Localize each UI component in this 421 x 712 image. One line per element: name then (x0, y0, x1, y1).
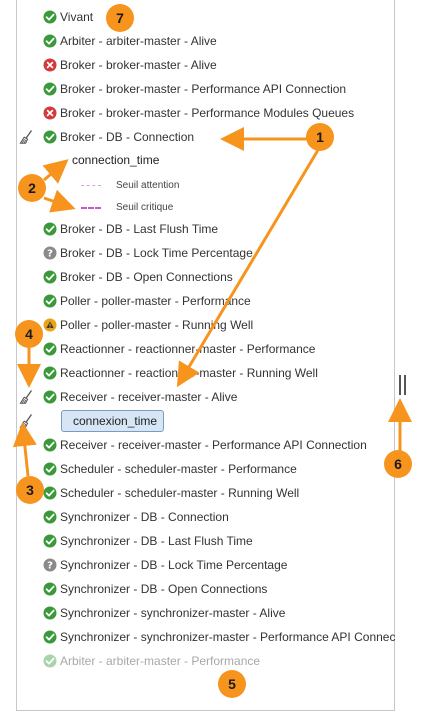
legend-warning-label: Seuil attention (116, 180, 180, 191)
check-row[interactable]: Receiver - receiver-master - Performance… (0, 433, 395, 457)
check-label: Synchronizer - synchronizer-master - Ali… (60, 606, 286, 620)
splitter-handle-icon[interactable] (399, 375, 409, 397)
check-circle-icon (43, 270, 57, 284)
check-label: Scheduler - scheduler-master - Running W… (60, 486, 300, 500)
check-circle-icon (43, 366, 57, 380)
check-row[interactable]: Poller - poller-master - Performance (0, 289, 395, 313)
check-row[interactable]: Broker - DB - Open Connections (0, 265, 395, 289)
svg-text:?: ? (47, 560, 53, 571)
broom-icon[interactable] (19, 129, 35, 145)
check-circle-icon (43, 582, 57, 596)
side-panel-gutter (395, 0, 421, 712)
check-circle-icon (43, 510, 57, 524)
check-row[interactable]: Reactionner - reactionner-master - Runni… (0, 361, 395, 385)
check-label: Synchronizer - synchronizer-master - Per… (60, 630, 395, 644)
check-circle-icon (43, 534, 57, 548)
check-label: Reactionner - reactionner-master - Runni… (60, 366, 318, 380)
check-circle-icon (43, 654, 57, 668)
selected-metric-chip[interactable]: connexion_time (61, 410, 164, 432)
x-circle-icon (43, 106, 57, 120)
check-row[interactable]: Synchronizer - DB - Last Flush Time (0, 529, 395, 553)
check-circle-icon (43, 390, 57, 404)
check-label: Broker - DB - Open Connections (60, 270, 233, 284)
check-circle-icon (43, 462, 57, 476)
annotation-badge-2: 2 (18, 174, 46, 202)
check-label: Scheduler - scheduler-master - Performan… (60, 462, 297, 476)
check-label: Receiver - receiver-master - Performance… (60, 438, 367, 452)
check-circle-icon (43, 34, 57, 48)
annotation-badge-6: 6 (384, 450, 412, 478)
check-label: Broker - DB - Connection (60, 130, 195, 144)
check-circle-icon (43, 438, 57, 452)
broom-icon[interactable] (19, 389, 35, 405)
question-circle-icon: ? (43, 246, 57, 260)
check-circle-icon (43, 82, 57, 96)
warning-triangle-icon (43, 318, 57, 332)
check-row[interactable]: Arbiter - arbiter-master - Alive (0, 29, 395, 53)
check-row[interactable]: Synchronizer - synchronizer-master - Ali… (0, 601, 395, 625)
check-circle-icon (43, 130, 57, 144)
svg-text:?: ? (47, 248, 53, 259)
check-row[interactable]: Scheduler - scheduler-master - Performan… (0, 457, 395, 481)
check-label: Broker - DB - Lock Time Percentage (60, 246, 253, 260)
check-row[interactable]: ? Broker - DB - Lock Time Percentage (0, 241, 395, 265)
check-label: Broker - broker-master - Performance Mod… (60, 106, 355, 120)
check-row[interactable]: Broker - broker-master - Performance API… (0, 77, 395, 101)
annotation-badge-3: 3 (16, 476, 44, 504)
check-row[interactable]: Broker - broker-master - Performance Mod… (0, 101, 395, 125)
check-circle-icon (43, 486, 57, 500)
legend-critical: Seuil critique (81, 202, 173, 213)
check-circle-icon (43, 10, 57, 24)
check-row[interactable]: Synchronizer - DB - Open Connections (0, 577, 395, 601)
check-label: Reactionner - reactionner-master - Perfo… (60, 342, 316, 356)
check-label: Synchronizer - DB - Lock Time Percentage (60, 558, 288, 572)
check-label: Poller - poller-master - Running Well (60, 318, 254, 332)
check-label: Synchronizer - DB - Open Connections (60, 582, 268, 596)
check-label: Vivant (60, 10, 94, 24)
check-row[interactable]: Receiver - receiver-master - Alive (0, 385, 395, 409)
metric-name[interactable]: connection_time (72, 153, 160, 167)
check-row[interactable]: Scheduler - scheduler-master - Running W… (0, 481, 395, 505)
check-circle-icon (43, 630, 57, 644)
check-row[interactable]: Reactionner - reactionner-master - Perfo… (0, 337, 395, 361)
annotation-badge-5: 5 (218, 670, 246, 698)
check-label: Broker - DB - Last Flush Time (60, 222, 219, 236)
check-label: Synchronizer - DB - Last Flush Time (60, 534, 253, 548)
check-label: Arbiter - arbiter-master - Performance (60, 654, 261, 668)
check-circle-icon (43, 222, 57, 236)
check-row[interactable]: ? Synchronizer - DB - Lock Time Percentag… (0, 553, 395, 577)
annotation-badge-4: 4 (15, 320, 43, 348)
check-row[interactable]: Synchronizer - synchronizer-master - Per… (0, 625, 395, 649)
check-row[interactable]: Broker - DB - Connection (0, 125, 395, 149)
legend-critical-swatch (81, 206, 101, 209)
annotation-badge-7: 7 (106, 4, 134, 32)
check-label: Arbiter - arbiter-master - Alive (60, 34, 217, 48)
check-label: Broker - broker-master - Performance API… (60, 82, 347, 96)
check-label: Receiver - receiver-master - Alive (60, 390, 238, 404)
check-circle-icon (43, 294, 57, 308)
check-row[interactable]: Broker - DB - Last Flush Time (0, 217, 395, 241)
x-circle-icon (43, 58, 57, 72)
check-label: Poller - poller-master - Performance (60, 294, 251, 308)
check-row[interactable]: Vivant (0, 5, 395, 29)
selected-metric-chip-label: connexion_time (73, 414, 158, 428)
check-row[interactable]: Poller - poller-master - Running Well (0, 313, 395, 337)
question-circle-icon: ? (43, 558, 57, 572)
check-list-panel (16, 0, 395, 711)
check-label: Synchronizer - DB - Connection (60, 510, 229, 524)
legend-critical-label: Seuil critique (116, 202, 174, 213)
check-circle-icon (43, 342, 57, 356)
check-circle-icon (43, 606, 57, 620)
annotation-badge-1: 1 (306, 123, 334, 151)
legend-warning-swatch (81, 185, 101, 186)
check-row[interactable]: Arbiter - arbiter-master - Performance (0, 649, 395, 673)
broom-icon[interactable] (19, 413, 35, 429)
legend-warning: Seuil attention (81, 180, 179, 191)
check-row[interactable]: Synchronizer - DB - Connection (0, 505, 395, 529)
check-label: Broker - broker-master - Alive (60, 58, 217, 72)
check-row[interactable]: Broker - broker-master - Alive (0, 53, 395, 77)
